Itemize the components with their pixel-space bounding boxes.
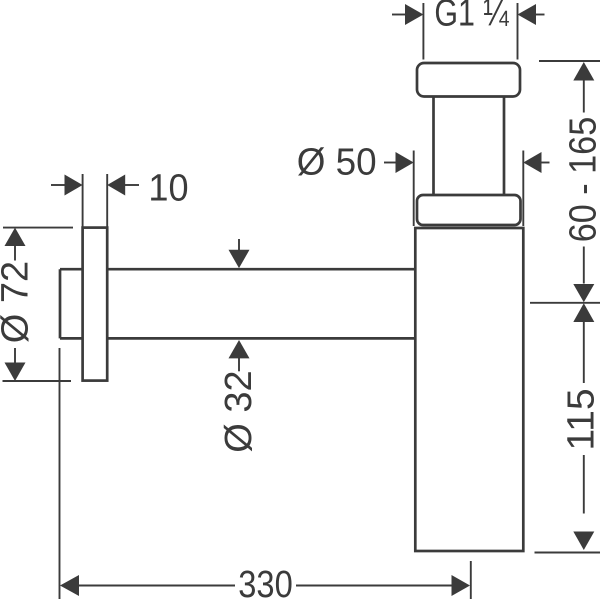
svg-text:115: 115	[560, 388, 600, 450]
svg-text:G1 ¼: G1 ¼	[434, 0, 509, 34]
svg-text:Ø 72: Ø 72	[0, 261, 37, 343]
svg-text:Ø 32: Ø 32	[218, 370, 260, 452]
svg-text:330: 330	[238, 563, 293, 599]
svg-text:Ø 50: Ø 50	[297, 140, 377, 183]
svg-text:10: 10	[148, 166, 188, 209]
svg-text:60 - 165: 60 - 165	[561, 117, 600, 242]
